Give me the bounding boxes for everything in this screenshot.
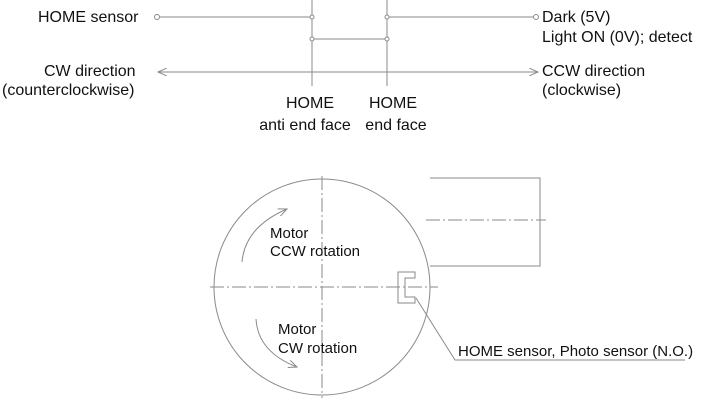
sensor-callout-label: HOME sensor, Photo sensor (N.O.)	[458, 343, 693, 360]
ccw-direction-label: CCW direction	[542, 63, 645, 80]
ccw-rotation-arrow	[241, 209, 287, 263]
state-dark-label: Dark (5V)	[542, 9, 610, 26]
motor-ccw-rotation-label: CCW rotation	[270, 243, 360, 260]
ccw-direction-sublabel: (clockwise)	[542, 82, 621, 99]
photo-sensor-slot	[397, 271, 416, 304]
signal-end-terminal	[533, 14, 539, 20]
anti-end-face-low-point	[309, 36, 315, 42]
sensor-callout-leader	[415, 297, 685, 361]
motor-cw-label: Motor	[278, 321, 316, 338]
cw-rotation-arrow	[255, 318, 297, 367]
end-face-point	[384, 14, 390, 20]
cw-direction-label: CW direction	[44, 63, 136, 80]
motor-ccw-label: Motor	[270, 225, 308, 242]
gear-housing	[430, 177, 541, 267]
home-anti-end-face-sublabel: anti end face	[259, 117, 351, 134]
anti-end-face-point	[309, 14, 315, 20]
end-face-low-point	[384, 36, 390, 42]
state-light-label: Light ON (0V); detect	[542, 29, 693, 46]
motor-drawing: Motor CCW rotation Motor CW rotation HOM…	[210, 176, 693, 398]
home-end-face-label: HOME	[369, 95, 417, 112]
home-sensor-label: HOME sensor	[38, 9, 139, 26]
home-end-face-sublabel: end face	[365, 117, 426, 134]
cw-direction-sublabel: (counterclockwise)	[2, 82, 134, 99]
signal-start-terminal	[154, 14, 160, 20]
sensor-signal-waveform	[160, 16, 533, 40]
motor-cw-rotation-label: CW rotation	[278, 340, 357, 357]
home-anti-end-face-label: HOME	[286, 95, 334, 112]
timing-chart: HOME sensor Dark (5V) Light ON (0V); det…	[2, 0, 693, 134]
